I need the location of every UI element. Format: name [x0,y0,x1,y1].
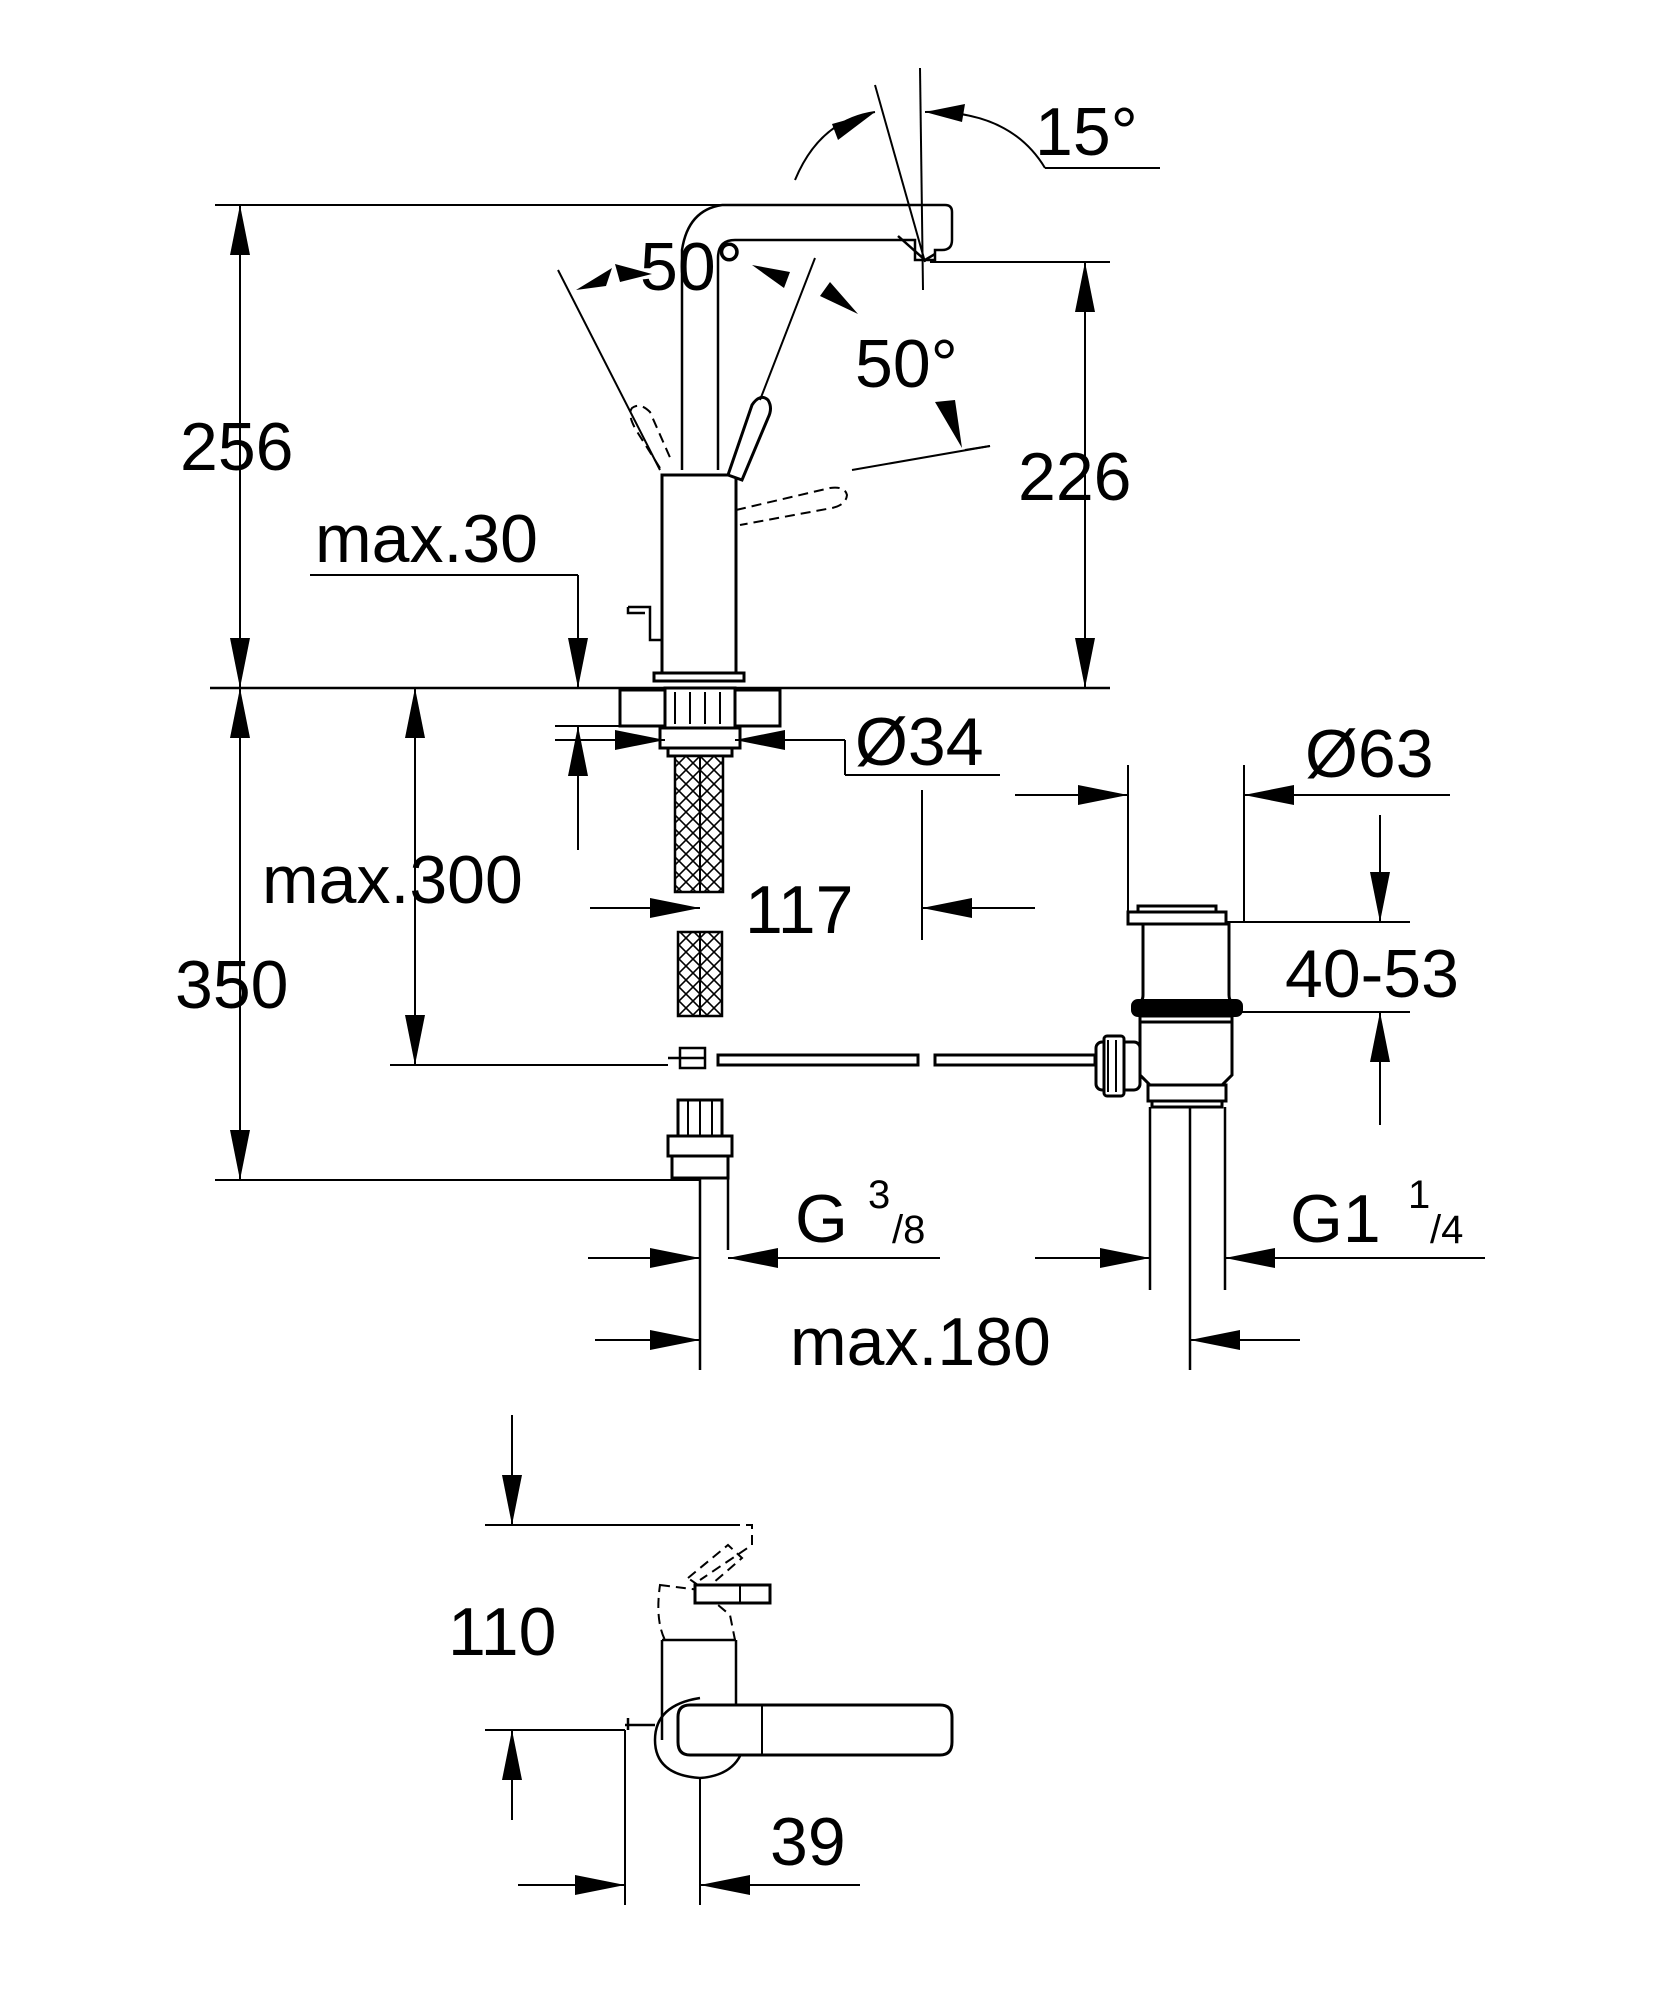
dimension-lines [215,67,1485,1350]
mounting-nut [658,726,742,750]
label-max-180: max.180 [790,1304,1051,1380]
lever-ghost-left [629,404,673,469]
lever-top [676,1703,954,1757]
label-angle-50-right: 50° [855,326,958,402]
label-thread-g38-den: /8 [892,1208,925,1252]
base-top [653,1696,747,1780]
faucet-front-view [210,203,1110,1370]
label-thread-g114-num: 1 [1408,1173,1430,1217]
spout-top [693,1583,772,1605]
label-max-30: max.30 [315,501,538,577]
popup-waste [1094,904,1243,1370]
base-plate [652,671,746,683]
label-thread-g114: G1 [1290,1181,1381,1257]
dimension-labels: 15° 50° 50° 256 226 max.30 Ø34 Ø63 max.3… [175,94,1463,1880]
label-angle-50-left: 50° [640,229,743,305]
label-max-300: max.300 [262,842,523,918]
label-height-350: 350 [175,947,288,1023]
connector-nut [666,1134,734,1158]
label-height-226: 226 [1018,439,1131,515]
faucet-body [660,473,738,677]
label-thread-g38-num: 3 [868,1173,890,1217]
label-dist-39: 39 [770,1804,846,1880]
label-dia-63: Ø63 [1305,716,1434,792]
popup-rod-knob [626,605,662,642]
label-thread-g38: G [795,1181,848,1257]
lever-up [726,395,772,482]
label-thread-g114-den: /4 [1430,1208,1463,1252]
label-height-110: 110 [448,1594,556,1670]
label-angle-15: 15° [1035,94,1138,170]
label-dist-117: 117 [745,872,853,948]
faucet-top-view [625,1524,954,1780]
waste-flange [1131,999,1243,1017]
lever-ghost-right [735,486,849,526]
top-view-dimensions [485,1415,860,1905]
spout [680,203,954,470]
label-dia-34: Ø34 [855,704,984,780]
label-range-40-53: 40-53 [1285,936,1459,1012]
label-height-256: 256 [180,409,293,485]
popup-linkage [668,1046,707,1070]
